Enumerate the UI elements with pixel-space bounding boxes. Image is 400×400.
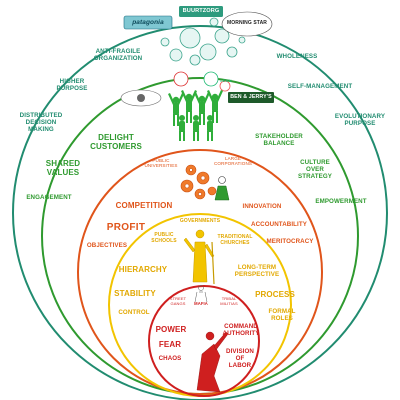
label-mafia: MAFIA <box>194 301 208 306</box>
label-process: PROCESS <box>255 290 295 299</box>
label-higher-purpose: HIGHER PURPOSE <box>56 78 88 93</box>
label-evolutionary: EVOLUTIONARY PURPOSE <box>334 113 386 128</box>
label-innovation: INNOVATION <box>242 203 282 210</box>
lean-logo-text: LEAN <box>220 78 232 83</box>
label-long-term: LONG-TERM PERSPECTIVE <box>234 264 280 279</box>
patagonia-logo-text: patagonia <box>132 19 164 26</box>
buurtzorg-logo-text: BUURTZORG <box>182 8 220 14</box>
label-profit: PROFIT <box>106 222 146 233</box>
label-shared-values: SHARED VALUES <box>45 159 81 177</box>
label-accountability: ACCOUNTABILITY <box>251 221 307 228</box>
morning-star-logo <box>221 11 273 37</box>
label-wholeness: WHOLENESS <box>276 53 318 60</box>
morning-star-logo-text: MORNING STAR <box>227 20 267 26</box>
red-figure <box>196 331 229 393</box>
teal-ring <box>12 25 388 400</box>
label-fear: FEAR <box>158 340 182 349</box>
label-large-corporations: LARGE CORPORATIONS <box>213 156 253 167</box>
buurtzorg-logo <box>179 6 223 17</box>
people-figures <box>168 90 223 141</box>
label-command-authority: COMMAND AUTHORITY <box>222 323 260 338</box>
bj-logo <box>228 92 274 103</box>
label-objectives: OBJECTIVES <box>86 242 128 249</box>
orange-figure <box>214 176 230 201</box>
label-traditional-churches: TRADITIONAL CHURCHES <box>217 234 253 246</box>
label-control: CONTROL <box>118 309 150 316</box>
yellow-figure <box>183 229 215 285</box>
mafia-sketch <box>194 285 208 303</box>
label-stability: STABILITY <box>114 289 156 298</box>
label-engagement: ENGAGEMENT <box>26 194 72 201</box>
label-culture: CULTURE OVER STRATEGY <box>297 159 333 181</box>
label-empowerment: EMPOWERMENT <box>315 198 367 205</box>
label-hierarchy: HIERARCHY <box>118 265 168 274</box>
label-power: POWER <box>155 325 187 334</box>
gears-illustration <box>180 164 217 200</box>
label-delight: DELIGHT CUSTOMERS <box>90 133 142 151</box>
red-ring <box>148 285 260 397</box>
label-public-universities: PUBLIC UNIVERSITIES <box>144 158 178 169</box>
label-chaos: CHAOS <box>158 355 182 362</box>
label-formal-roles: FORMAL ROLES <box>268 308 296 323</box>
label-tribal-militias: TRIBAL MILITIAS <box>220 296 238 306</box>
label-public-schools: PUBLIC SCHOOLS <box>151 232 177 244</box>
label-division-of-labor: DIVISION OF LABOR <box>226 348 254 370</box>
label-anti-fragile: ANTI-FRAGILE ORGANIZATION <box>93 48 143 63</box>
label-governments: GOVERNMENTS <box>179 218 221 224</box>
label-street-gangs: STREET GANGS <box>169 296 187 306</box>
bj-logo-text: BEN & JERRY'S <box>230 94 272 100</box>
teal-bubbles <box>160 17 246 66</box>
orange-ring <box>77 149 323 395</box>
label-stakeholder: STAKEHOLDER BALANCE <box>255 133 303 148</box>
label-self-management: SELF-MANAGEMENT <box>287 83 353 90</box>
green-logo-badges <box>173 71 231 92</box>
patagonia-logo <box>123 15 173 30</box>
label-distributed: DISTRIBUTED DECISION MAKING <box>19 112 63 134</box>
label-meritocracy: MERITOCRACY <box>266 238 314 245</box>
green-wings-logo <box>120 89 162 107</box>
label-competition: COMPETITION <box>115 201 173 210</box>
